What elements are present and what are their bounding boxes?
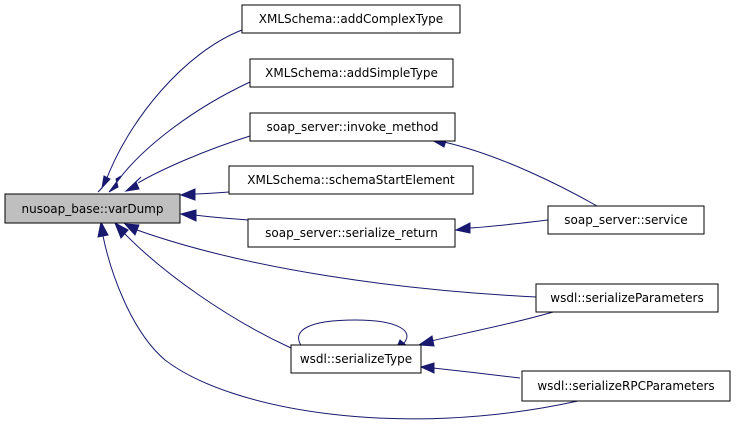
node-addSimpleType[interactable]: XMLSchema::addSimpleType — [249, 58, 454, 88]
node-label: XMLSchema::schemaStartElement — [247, 173, 455, 187]
node-schemaStartElement[interactable]: XMLSchema::schemaStartElement — [228, 165, 474, 195]
node-label: XMLSchema::addSimpleType — [265, 66, 438, 80]
edge-serializeRPCParameters-to-varDump — [97, 220, 579, 420]
edge-invoke_method-to-varDump — [124, 135, 251, 192]
node-label: soap_server::service — [564, 213, 687, 227]
node-label: wsdl::serializeRPCParameters — [537, 379, 714, 393]
edge-serializeParameters-to-serializeType — [417, 309, 561, 347]
edge-schemaStartElement-to-varDump — [179, 188, 230, 201]
node-invoke_method[interactable]: soap_server::invoke_method — [249, 112, 456, 142]
node-label: soap_server::invoke_method — [266, 120, 438, 134]
edge-service-to-serialize_return — [454, 219, 549, 234]
edge-serializeParameters-to-varDump — [123, 223, 537, 298]
node-service[interactable]: soap_server::service — [547, 205, 705, 235]
node-serializeType[interactable]: wsdl::serializeType — [290, 344, 422, 374]
node-addComplexType[interactable]: XMLSchema::addComplexType — [241, 4, 461, 34]
node-serializeRPCParameters[interactable]: wsdl::serializeRPCParameters — [521, 370, 731, 402]
edge-serialize_return-to-varDump — [179, 209, 249, 222]
node-label: soap_server::serialize_return — [265, 226, 438, 240]
edge-serializeType-self-loop — [298, 319, 409, 348]
edge-serializeRPCParameters-to-serializeType — [419, 362, 521, 379]
node-serializeParameters[interactable]: wsdl::serializeParameters — [535, 283, 719, 313]
node-label: XMLSchema::addComplexType — [259, 12, 443, 26]
edge-serializeType-to-varDump — [114, 221, 292, 349]
node-label: nusoap_base::varDump — [21, 202, 163, 216]
node-label: wsdl::serializeParameters — [550, 291, 703, 305]
edge-addSimpleType-to-varDump — [108, 81, 251, 193]
node-varDump[interactable]: nusoap_base::varDump — [4, 193, 181, 224]
node-serialize_return[interactable]: soap_server::serialize_return — [247, 218, 456, 248]
node-label: wsdl::serializeType — [300, 352, 412, 366]
edge-addComplexType-to-varDump — [97, 29, 243, 193]
